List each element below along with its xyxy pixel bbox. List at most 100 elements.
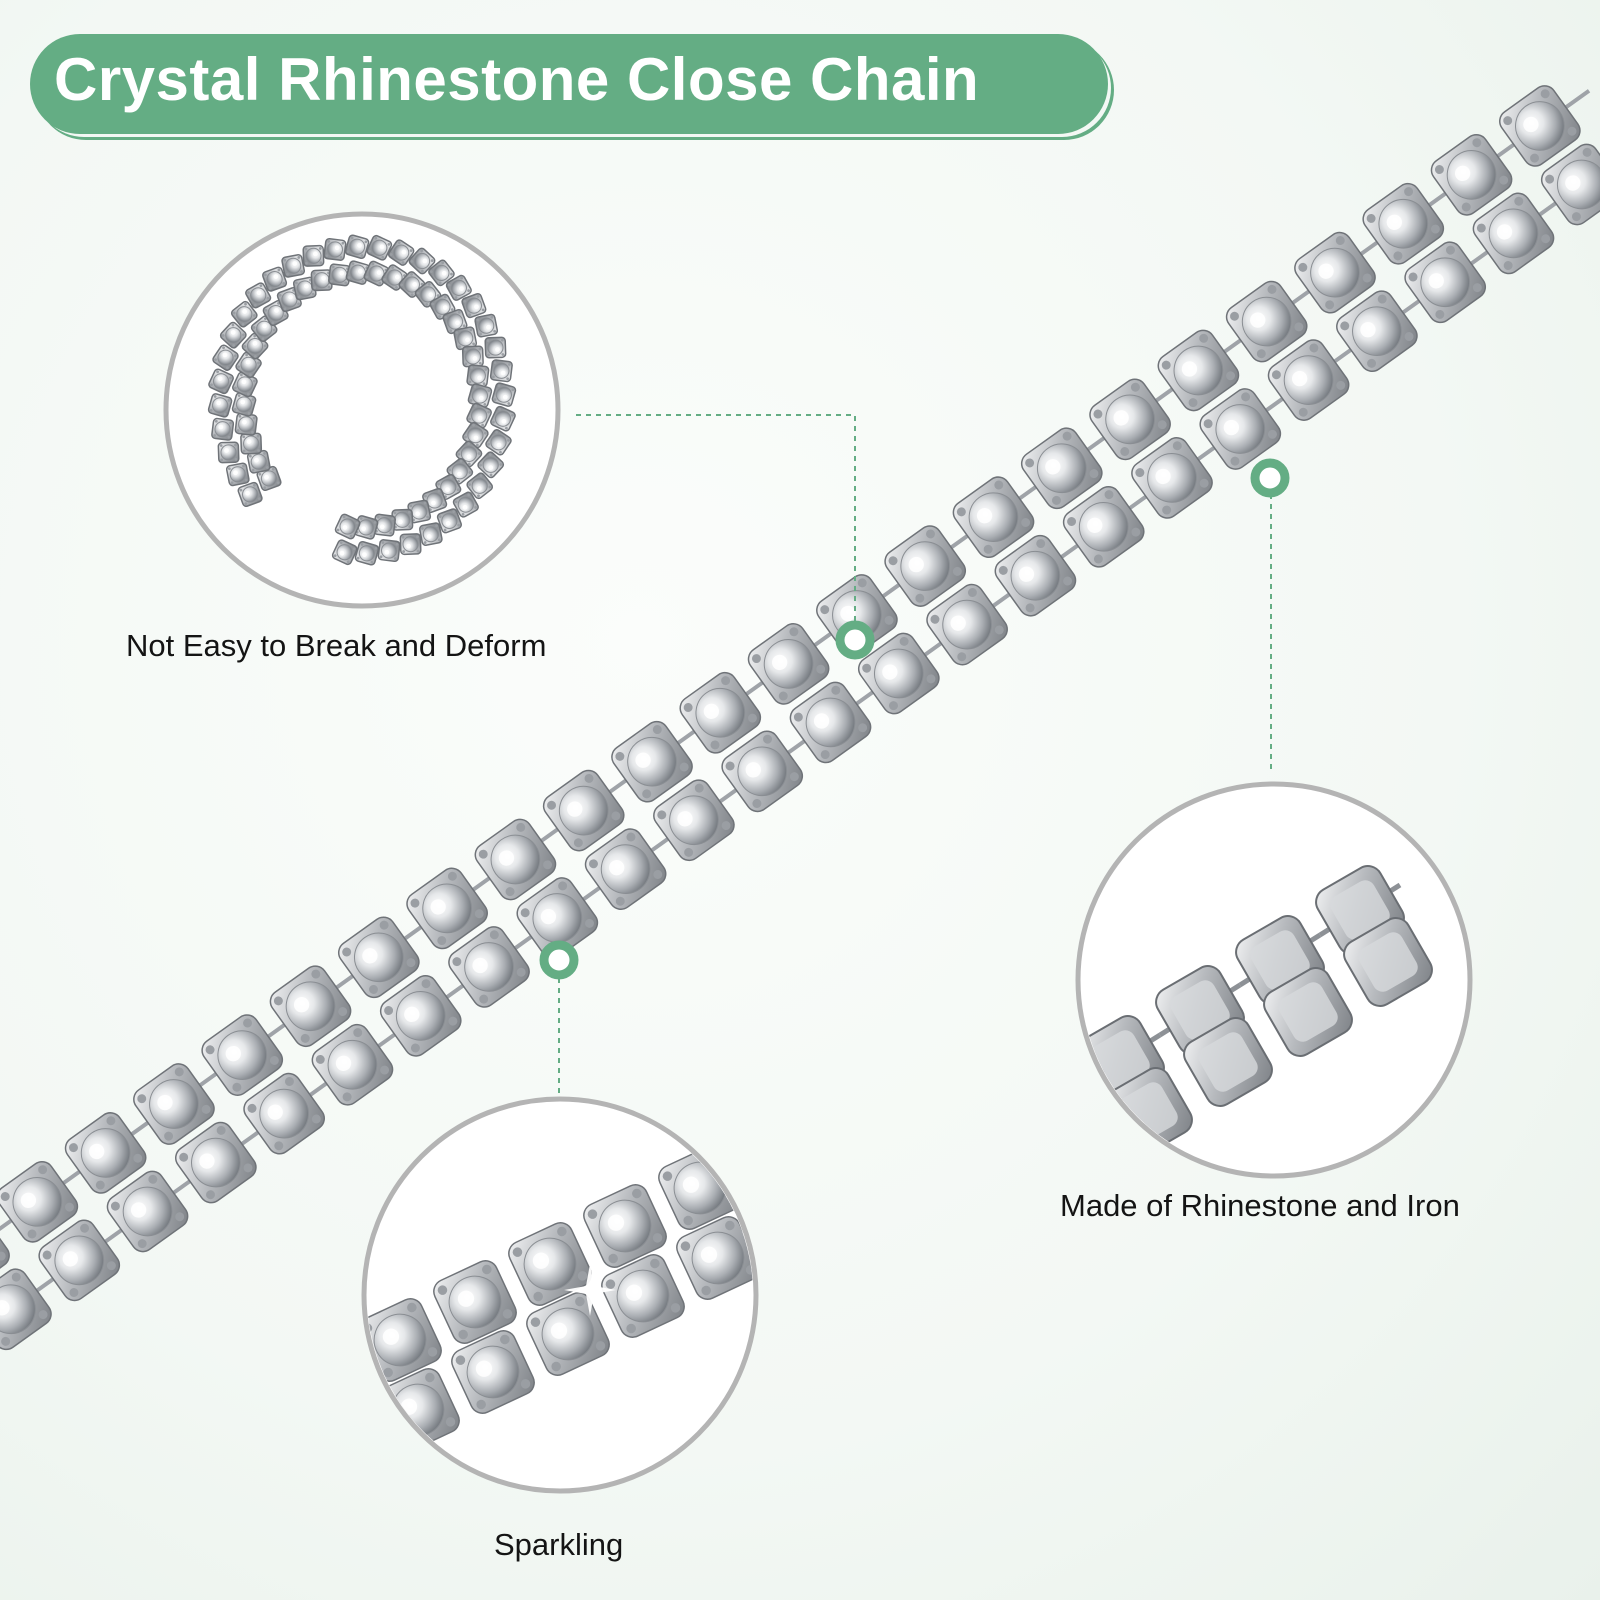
caption-sparkling: Sparkling: [494, 1527, 624, 1562]
callout-dot-icon: [835, 620, 875, 660]
rhinestone: [231, 392, 257, 417]
rhinestone: [461, 293, 487, 319]
metal-setting: [1263, 967, 1353, 1057]
rhinestone: [219, 321, 247, 349]
rhinestone: [584, 828, 667, 910]
page-title: Crystal Rhinestone Close Chain: [54, 46, 980, 113]
rhinestone: [367, 1298, 442, 1382]
rhinestone: [1404, 241, 1487, 324]
rhinestone: [201, 1014, 284, 1096]
rhinestone: [467, 383, 493, 408]
rhinestone: [344, 234, 370, 259]
rhinestone: [1540, 143, 1600, 226]
callout-lines: [558, 414, 1272, 1104]
detail-circle-deform: [163, 211, 561, 609]
rhinestone: [232, 371, 258, 398]
rhinestone: [323, 237, 347, 261]
rhinestone: [611, 720, 693, 803]
rhinestone: [721, 730, 804, 813]
rhinestone: [1157, 329, 1240, 412]
rhinestone: [292, 276, 317, 301]
rhinestone: [379, 975, 462, 1057]
rhinestone: [679, 671, 762, 754]
rhinestone: [387, 239, 415, 266]
rhinestone: [445, 274, 472, 301]
rhinestone: [461, 345, 484, 368]
rhinestone: [884, 525, 967, 607]
rhinestone: [207, 393, 233, 418]
rhinestone: [212, 344, 239, 371]
rhinestone: [485, 429, 512, 456]
rhinestone: [484, 336, 507, 359]
rhinestone: [489, 359, 513, 383]
rhinestone: [408, 247, 436, 275]
rhinestone: [994, 534, 1077, 617]
metal-setting: [1183, 1017, 1273, 1107]
detail-circle-sparkle: [361, 1096, 759, 1494]
caption-material: Made of Rhinestone and Iron: [1060, 1188, 1460, 1223]
rhinestone: [269, 965, 352, 1048]
detail-circle-material: [1075, 781, 1473, 1179]
rhinestone: [245, 282, 272, 309]
rhinestone: [1430, 134, 1513, 216]
rhinestone: [211, 417, 235, 441]
rhinestone: [406, 867, 488, 950]
rhinestone: [474, 313, 499, 338]
rhinestone: [38, 1219, 121, 1302]
rhinestone: [328, 263, 351, 287]
rhinestone: [676, 1216, 753, 1300]
callout-dot-icon: [1250, 458, 1290, 498]
rhinestone: [491, 382, 517, 407]
rhinestone: [0, 1209, 10, 1292]
caption-not-easy-to-break: Not Easy to Break and Deform: [126, 628, 547, 663]
rhinestone: [0, 1160, 79, 1243]
rhinestone: [407, 499, 432, 524]
rhinestone: [436, 508, 462, 534]
rhinestone: [601, 1254, 685, 1338]
rhinestone: [391, 508, 414, 531]
rhinestone: [1499, 85, 1581, 167]
rhinestone: [331, 539, 358, 566]
rhinestone: [466, 402, 492, 429]
rhinestone: [373, 513, 396, 537]
rhinestone: [952, 476, 1035, 559]
rhinestone: [381, 264, 408, 291]
rhinestone: [366, 234, 393, 261]
rhinestone: [747, 623, 830, 705]
rhinestone: [399, 533, 422, 556]
rhinestone: [1336, 290, 1418, 373]
rhinestone: [354, 541, 380, 566]
rhinestone: [208, 368, 234, 395]
rhinestone: [542, 769, 625, 852]
rhinestone: [241, 332, 269, 360]
rhinestone: [334, 513, 361, 540]
rhinestone: [789, 681, 872, 764]
rhinestone: [337, 916, 420, 999]
rhinestone: [225, 462, 250, 487]
rhinestone: [234, 412, 258, 436]
rhinestone: [1267, 339, 1350, 421]
rhinestone: [1294, 231, 1376, 314]
rhinestone: [302, 244, 325, 267]
rhinestone: [857, 632, 940, 715]
rhinestone: [1020, 427, 1103, 510]
rhinestone: [1199, 388, 1282, 470]
callout-line-deform: [576, 414, 856, 622]
rhinestone: [64, 1112, 147, 1194]
rhinestone: [466, 472, 494, 500]
rhinestone: [477, 451, 505, 479]
rhinestone: [428, 259, 455, 287]
rhinestone: [230, 300, 258, 328]
rhinestone: [1131, 437, 1213, 519]
rhinestone: [1362, 182, 1445, 265]
rhinestone: [926, 583, 1008, 666]
rhinestone: [448, 926, 530, 1008]
callout-dot-icon: [539, 940, 579, 980]
rhinestone: [1225, 280, 1308, 363]
rhinestone: [377, 539, 401, 563]
rhinestone: [1472, 192, 1555, 275]
rhinestone: [474, 818, 557, 901]
title-banner: [30, 34, 1108, 134]
rhinestone: [240, 432, 263, 455]
rhinestone: [1089, 378, 1171, 461]
